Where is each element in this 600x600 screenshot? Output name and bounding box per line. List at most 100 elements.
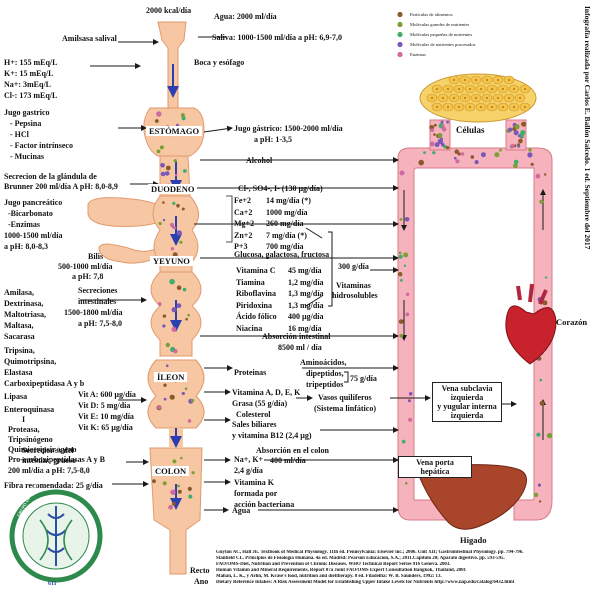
vessel-particle — [542, 300, 548, 306]
tract-particle — [169, 394, 175, 400]
vessel-particle — [403, 252, 409, 258]
legend-swatch — [397, 41, 403, 48]
duodenum-label: DUODENO — [148, 184, 198, 194]
bracket-lines — [226, 195, 349, 383]
tract-particle — [190, 398, 195, 403]
vessel-particle — [480, 152, 486, 158]
cell-nucleus — [508, 79, 510, 81]
vessel-particle — [446, 120, 449, 124]
pancreatic-juice: -Bicarbonato — [8, 209, 53, 218]
tract-particle — [173, 349, 178, 354]
vessel-particle — [418, 159, 425, 166]
ion-h: H+: 155 mEq/L — [4, 58, 58, 67]
sodium-potassium: Na+, K+ — [234, 455, 264, 464]
tract-particle — [158, 221, 162, 226]
pancreatic-juice: Jugo pancreático — [4, 198, 63, 207]
heart-label: Corazón — [556, 317, 588, 327]
mineral-value: 700 mg/día — [266, 242, 304, 251]
cell-nucleus — [469, 88, 471, 90]
vessel-particle — [533, 492, 539, 498]
cell-nucleus — [524, 88, 526, 90]
salivary-amylase: Amilsasa salival — [62, 34, 117, 43]
vessel-particle — [517, 134, 521, 138]
calorie-intake: 2000 kcal/día — [146, 6, 192, 15]
tract-particle — [184, 387, 188, 391]
brunner-secretion-ph: Brunner 200 ml/día A pH: 8,0-8,9 — [4, 182, 118, 191]
vessel-particle — [405, 312, 410, 317]
protease: Tripsina, — [4, 346, 35, 355]
cell-nucleus — [458, 106, 460, 108]
tract-particle — [156, 149, 161, 154]
fat-vitamin-intake: Vit D: 5 mg/día — [78, 401, 131, 410]
vessel-particle — [441, 124, 445, 128]
cell-nucleus — [453, 97, 455, 99]
recommended-fiber: Fibra recomendada: 25 g/día — [4, 481, 103, 490]
vessel-particle — [513, 163, 518, 169]
amino-acids: dipeptidos, — [306, 369, 344, 378]
vitamin-name: Vitamina C — [236, 266, 276, 275]
sodium-potassium-value: 2,4 g/día — [234, 466, 263, 475]
vessel-particle — [460, 152, 465, 156]
tract-particle — [160, 171, 166, 177]
enterokinase: Pro-carboxipeptidasas A y B — [8, 455, 105, 464]
tract-particle — [176, 285, 182, 291]
tract-particle — [152, 479, 156, 484]
cell-nucleus — [491, 106, 493, 108]
water-intake: Agua: 2000 ml/día — [214, 12, 277, 21]
cell-nucleus — [508, 97, 510, 99]
vessel-particle — [499, 148, 502, 152]
vessel-particle — [400, 278, 403, 282]
credit-text: Infografía realizada por Carlos E. Balló… — [583, 6, 592, 250]
protease: Quimotripsina, — [4, 357, 57, 366]
vitamin-k-label: acción bacteriana — [234, 500, 295, 509]
cell-nucleus — [464, 79, 466, 81]
tract-particle — [174, 173, 178, 177]
tract-particle — [188, 494, 193, 499]
fat-vitamin-intake: Vit K: 65 µg/día — [78, 423, 133, 432]
tract-particle — [165, 165, 171, 171]
vessel-particle — [399, 170, 405, 176]
legend-swatches — [397, 11, 403, 58]
tract-particle — [176, 123, 179, 127]
tract-particle — [162, 201, 165, 204]
subclavian-line: y yugular interna — [437, 402, 497, 411]
enterokinase: Proteasa, — [8, 425, 40, 434]
vessel-particle — [454, 156, 457, 160]
vitamin-value: 1,3 mg/día — [288, 300, 324, 310]
bile-info: a pH: 7,8 — [72, 272, 104, 281]
bile-salts: Sales biliares — [232, 420, 277, 429]
vessel-particle — [403, 264, 406, 267]
vessel-particle — [539, 199, 544, 204]
cell-nucleus — [458, 88, 460, 90]
vessel-particle — [432, 151, 436, 155]
carb-enzyme: Amilasa, — [4, 288, 34, 297]
tract-particle — [179, 240, 183, 244]
vessel-particle — [520, 130, 526, 135]
vessel-particle — [508, 127, 513, 132]
reference-item: Stanfield CL. Principios de Fisiología H… — [216, 556, 505, 561]
vessel-particle — [517, 144, 521, 148]
vessel-particle — [536, 432, 541, 437]
mineral-name: Zn+2 — [234, 230, 253, 240]
tract-particle — [169, 278, 175, 285]
vessel-particle — [405, 292, 410, 296]
legend-item: Moléculas pequeñas de nutrientes — [410, 32, 473, 37]
vessel-particle — [437, 133, 443, 138]
vessel-particle — [441, 142, 445, 147]
cell-nucleus — [475, 97, 477, 99]
colon-label: COLON — [152, 466, 190, 476]
intestinal-absorption-value: 8500 ml / día — [278, 343, 322, 352]
vessel-particle — [405, 481, 408, 485]
vessel-particle — [433, 123, 437, 127]
vessel-particle — [528, 148, 532, 152]
large-intestine-secretion: intestino grueso — [22, 456, 76, 465]
tract-particle — [176, 303, 182, 309]
vessel-particle — [537, 483, 542, 487]
cell-nucleus — [486, 79, 488, 81]
vessel-particle — [443, 145, 447, 149]
cell-nucleus — [524, 106, 526, 108]
lacteals: (Sistema linfático) — [314, 404, 376, 413]
vessel-particle — [546, 432, 553, 439]
tract-particle — [176, 203, 180, 208]
amino-value: 75 g/día — [350, 374, 377, 383]
